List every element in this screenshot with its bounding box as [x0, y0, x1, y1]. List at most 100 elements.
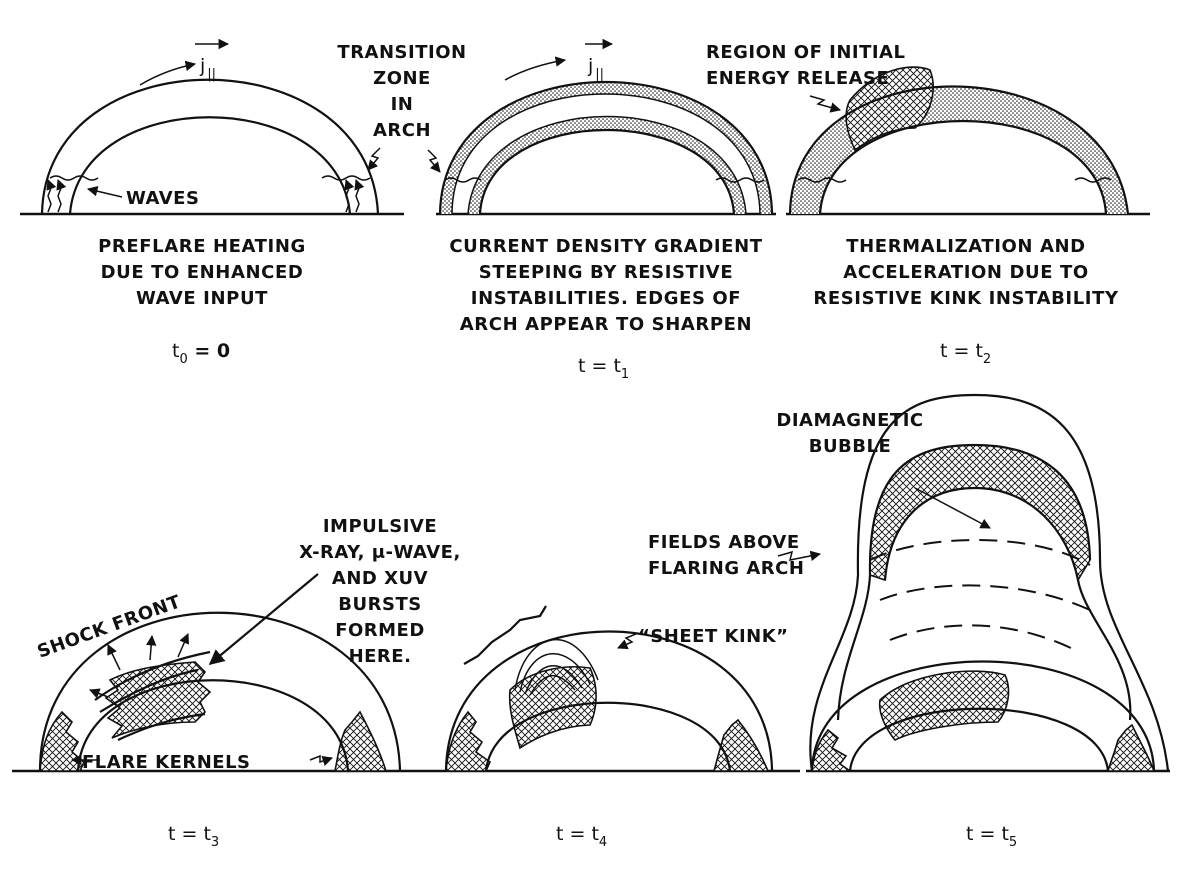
- shock-arrow: [89, 688, 109, 699]
- kernel-pointer: [309, 754, 333, 766]
- inner-arch: [818, 120, 1108, 215]
- impulsive-label-line: IMPULSIVE: [323, 516, 437, 537]
- caption-line: ARCH APPEAR TO SHARPEN: [460, 314, 752, 335]
- inner-arch: [76, 679, 350, 772]
- shock-arrow: [107, 644, 121, 671]
- time-label: t0 = 0: [172, 340, 230, 367]
- transition-label-line: ZONE: [373, 68, 431, 89]
- edge-line: [467, 115, 747, 215]
- outer-field-arch: [809, 393, 1170, 772]
- wave-arrow: [354, 179, 365, 213]
- flare-kernel-right: [712, 718, 770, 772]
- waves-label: WAVES: [126, 188, 199, 209]
- region-pointer: [809, 95, 842, 113]
- panel-t3: SHOCK FRONT IMPULSIVE X-RAY, μ-WAVE, AND…: [12, 516, 461, 850]
- wave-line-left: [797, 177, 847, 183]
- fields-pointer: [777, 550, 822, 562]
- sheet-kink-loop: [524, 665, 583, 695]
- inner-arch: [848, 707, 1110, 772]
- inner-arch: [478, 128, 736, 215]
- wave-arrow: [56, 179, 67, 213]
- caption-line: CURRENT DENSITY GRADIENT: [449, 236, 762, 257]
- dashed-field-line: [889, 624, 1076, 651]
- inner-arch: [68, 116, 352, 215]
- lightning-pointer: [367, 147, 381, 171]
- time-label: t = t1: [578, 355, 629, 382]
- shock-squiggle: [463, 605, 547, 665]
- time-label: t = t4: [556, 823, 607, 850]
- caption-line: ACCELERATION DUE TO: [843, 262, 1089, 283]
- wave-line-left: [444, 177, 482, 183]
- dashed-field-line: [869, 539, 1091, 566]
- waves-pointer: [86, 186, 123, 198]
- sharpened-edge-inner: [468, 116, 746, 214]
- outer-arch: [40, 78, 380, 215]
- region-label-line: REGION OF INITIAL: [706, 42, 905, 63]
- panel-t5: DIAMAGNETIC BUBBLE FIELDS ABOVE FLARING …: [648, 393, 1170, 850]
- flare-kernels-label: FLARE KERNELS: [82, 752, 251, 773]
- sheet-kink-pointer: [617, 633, 637, 650]
- caption-line: STEEPING BY RESISTIVE: [479, 262, 733, 283]
- impulsive-label-line: HERE.: [349, 646, 412, 667]
- current-direction-arrow: [139, 60, 197, 86]
- bubble-label-line: BUBBLE: [809, 436, 892, 457]
- bubble-pointer: [914, 487, 991, 529]
- sheet-kink-label: “SHEET KINK”: [638, 626, 788, 647]
- impulsive-pointer: [208, 573, 319, 665]
- kinked-region: [508, 666, 597, 750]
- panel-t1: j|| CURRENT DENSITY GRADIENT STEEPING BY…: [436, 38, 776, 382]
- transition-label-line: ARCH: [373, 120, 431, 141]
- current-symbol: j||: [199, 55, 216, 82]
- sheet-kink-loop: [519, 653, 591, 693]
- flare-kernel-left: [811, 728, 853, 772]
- inner-arch: [484, 701, 732, 772]
- shock-front-line: [94, 650, 211, 701]
- shock-front-line: [99, 668, 199, 713]
- fields-label-line: FIELDS ABOVE: [648, 532, 800, 553]
- outer-arch: [810, 660, 1156, 772]
- transition-label-line: IN: [391, 94, 414, 115]
- shock-front-label: SHOCK FRONT: [35, 591, 184, 662]
- caption-line: DUE TO ENHANCED: [101, 262, 304, 283]
- impulsive-label-line: BURSTS: [338, 594, 421, 615]
- shock-front-line: [117, 712, 206, 741]
- panel-t4: “SHEET KINK” t = t4: [440, 605, 800, 850]
- bubble-inner-edge: [883, 486, 1132, 721]
- caption-line: INSTABILITIES. EDGES OF: [471, 288, 741, 309]
- wave-arrow: [46, 179, 57, 213]
- caption-line: RESISTIVE KINK INSTABILITY: [813, 288, 1119, 309]
- current-direction-arrow: [504, 56, 567, 81]
- caption-line: WAVE INPUT: [136, 288, 268, 309]
- shock-arrow: [177, 633, 190, 658]
- sheet-kink-loop: [514, 639, 599, 691]
- shock-arrow: [145, 634, 157, 661]
- wave-line-right: [715, 177, 765, 183]
- wave-line-left: [49, 175, 99, 181]
- flare-kernel-left: [445, 710, 491, 772]
- impulsive-label-line: AND XUV: [332, 568, 428, 589]
- transition-zone-annotation: TRANSITION ZONE IN ARCH: [337, 42, 466, 173]
- wave-line-right: [321, 175, 371, 181]
- wave-line-right: [1074, 177, 1112, 183]
- panel-t2: REGION OF INITIAL ENERGY RELEASE THERMAL…: [706, 42, 1150, 367]
- outer-arch: [444, 630, 774, 772]
- current-symbol: j||: [587, 55, 604, 82]
- outer-arch: [38, 611, 402, 772]
- outer-arch: [788, 85, 1130, 215]
- fields-label-line: FLARING ARCH: [648, 558, 804, 579]
- panel-t0: j|| WAVES PREFLARE HEATING DUE TO ENHANC…: [20, 38, 404, 367]
- thermalized-region: [878, 670, 1010, 741]
- sharpened-edge-outer: [440, 82, 772, 214]
- impulsive-label-line: X-RAY, μ-WAVE,: [299, 542, 461, 563]
- region-label-line: ENERGY RELEASE: [706, 68, 889, 89]
- flare-kernel-right: [1106, 723, 1156, 772]
- initial-release-region: [845, 66, 934, 152]
- flare-kernel-right: [334, 710, 388, 772]
- bubble-outer-edge: [868, 443, 1092, 576]
- time-label: t = t2: [940, 340, 991, 367]
- wave-arrow: [344, 179, 355, 213]
- impulsive-label-line: FORMED: [335, 620, 425, 641]
- time-label: t = t3: [168, 823, 219, 850]
- dashed-field-line: [879, 584, 1091, 611]
